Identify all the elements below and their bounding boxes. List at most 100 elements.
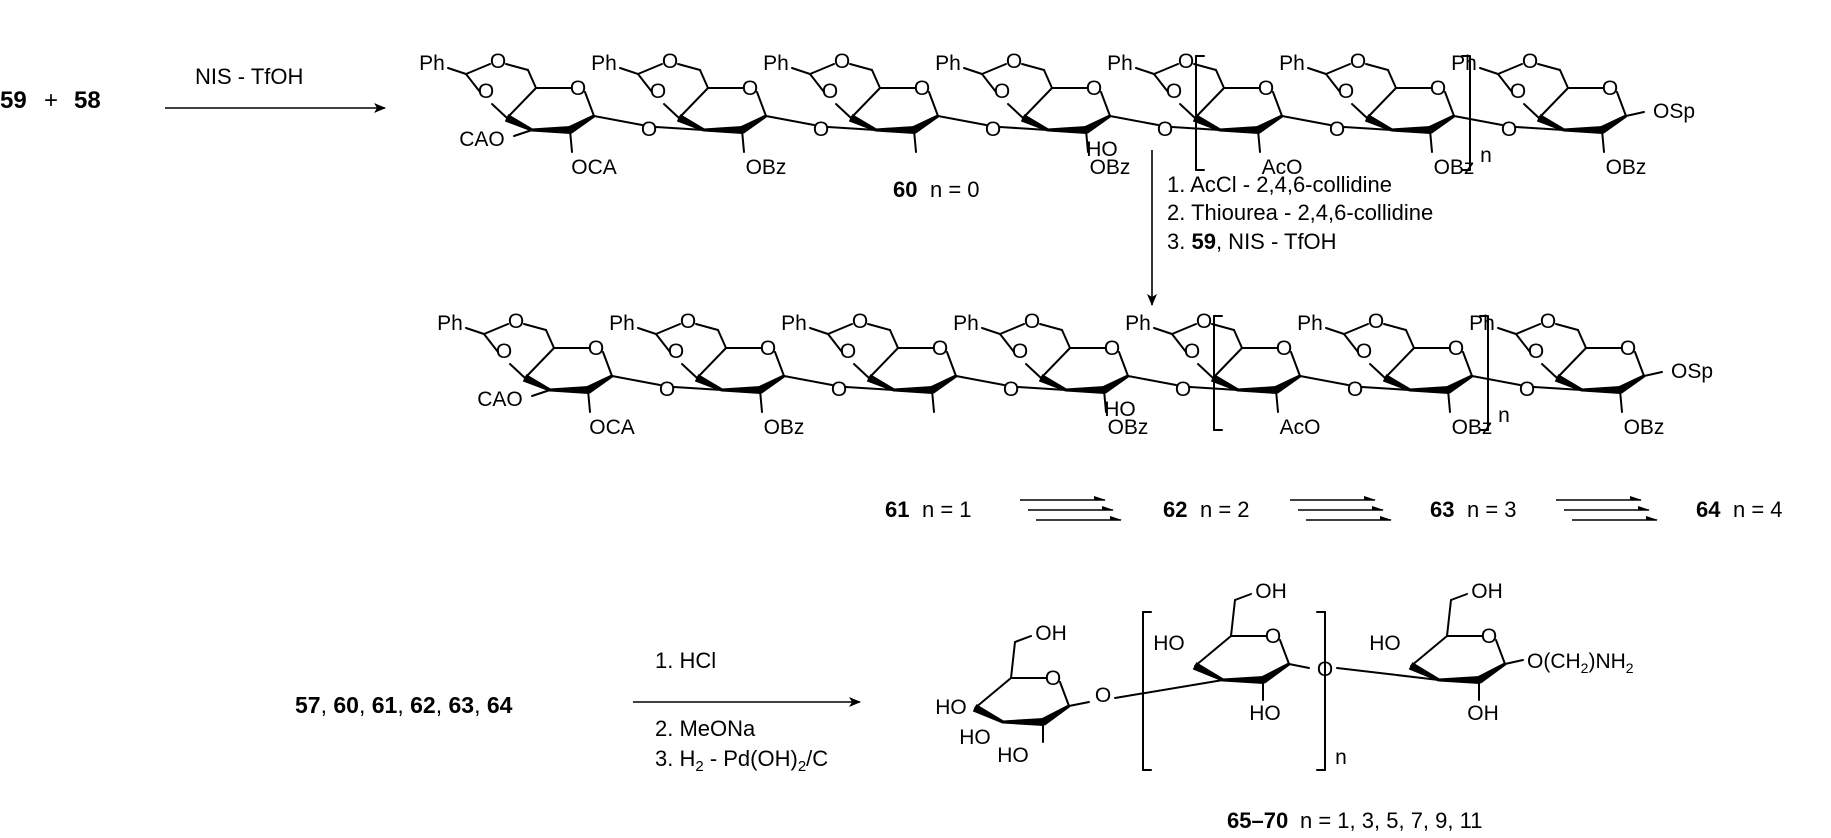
- acetal-bond: [809, 63, 835, 75]
- acetal-bond: [1061, 329, 1071, 349]
- acetal-bond: [483, 323, 509, 335]
- ring-bond: [602, 351, 613, 377]
- glycosidic-bond: [593, 115, 643, 126]
- acetal-oxygen: O: [650, 80, 666, 103]
- ho-label: HO: [1104, 398, 1136, 421]
- ring-wedge: [1255, 114, 1284, 134]
- acetal-oxygen: O: [496, 340, 512, 363]
- glycosidic-bond: [1471, 375, 1521, 386]
- acetal-oxygen: O: [1528, 340, 1544, 363]
- ring-wedge: [721, 385, 761, 395]
- amine-rest: )NH: [1588, 650, 1625, 673]
- acetal-oxygen: O: [1196, 310, 1212, 333]
- acetal-bond: [523, 323, 547, 331]
- acetal-bond: [1541, 363, 1558, 379]
- substituent-label: OBz: [1108, 416, 1149, 439]
- compound-62-n: n = 2: [1200, 497, 1250, 522]
- substituent-label: OBz: [1452, 416, 1493, 439]
- substituent-label: OCA: [589, 416, 635, 439]
- ring-oxygen: O: [1258, 77, 1274, 100]
- glycosidic-bond: [1336, 667, 1440, 681]
- substituent-bond: [1619, 389, 1623, 413]
- glycosidic-oxygen: O: [831, 378, 847, 401]
- osp-label: OSp: [1671, 360, 1713, 383]
- glycosidic-bond: [1288, 663, 1310, 669]
- anomeric-bond: [1504, 659, 1524, 665]
- acetal-bond: [1153, 73, 1169, 93]
- acetal-bond: [1515, 333, 1531, 353]
- ring-wedge: [1391, 125, 1431, 135]
- ring-bond: [1100, 91, 1111, 117]
- glycosidic-oxygen: O: [1095, 684, 1111, 707]
- ring-bond: [1272, 91, 1283, 117]
- phenyl-bond: [791, 67, 811, 75]
- acetal-oxygen: O: [1522, 50, 1538, 73]
- deprotection-reagent-2: 2. MeONa: [655, 716, 756, 741]
- substituent-label: OBz: [1434, 156, 1475, 179]
- ring-bond: [584, 91, 595, 117]
- ring-wedge: [504, 114, 534, 132]
- ring-bond: [1290, 351, 1301, 377]
- acetal-bond: [1497, 73, 1513, 93]
- acetal-bond: [1497, 63, 1523, 75]
- substituent-bond: [1275, 389, 1279, 413]
- acetal-bond: [1383, 323, 1407, 331]
- acetal-bond: [1197, 363, 1214, 379]
- cao-label: CAO: [459, 128, 505, 151]
- ring-wedge: [929, 374, 958, 394]
- acetal-oxygen: O: [508, 310, 524, 333]
- acetal-oxygen: O: [840, 340, 856, 363]
- substituent-bond: [913, 129, 917, 153]
- deprotection-reactants: 57, 60, 61, 62, 63, 64: [295, 692, 513, 718]
- ring-bond: [1384, 347, 1415, 379]
- substituent-bond: [1103, 389, 1107, 413]
- phenyl-label: Ph: [953, 312, 979, 335]
- compound-60-label: 60: [893, 177, 917, 202]
- deprotection-reaction: 57, 60, 61, 62, 63, 64 1. HCl 2. MeONa 3…: [295, 648, 861, 775]
- acetal-bond: [1171, 333, 1187, 353]
- ring-wedge: [739, 114, 768, 134]
- glycosidic-bond: [1361, 386, 1411, 391]
- acetal-bond: [1325, 73, 1341, 93]
- ring-bond: [1495, 639, 1506, 665]
- acetal-bond: [677, 63, 701, 71]
- product-compound-label: 65–70: [1227, 808, 1288, 833]
- ring-bond: [946, 351, 957, 377]
- phenyl-label: Ph: [591, 52, 617, 75]
- acetal-bond: [827, 323, 853, 335]
- acetal-bond: [1171, 323, 1197, 335]
- ring-oxygen: O: [742, 77, 758, 100]
- ring-wedge: [875, 125, 915, 135]
- ring-bond: [868, 347, 899, 379]
- glycosidic-bond: [845, 386, 895, 391]
- acetal-bond: [1559, 69, 1569, 89]
- ring-bond: [974, 677, 1012, 709]
- aminoalkyl-label: O(CH2)NH2: [1527, 650, 1634, 676]
- phenyl-label: Ph: [1125, 312, 1151, 335]
- ring-bond: [1194, 635, 1232, 667]
- substituent-bond: [1447, 389, 1451, 413]
- glycosidic-bond: [999, 126, 1049, 131]
- glycosidic-oxygen: O: [641, 118, 657, 141]
- phenyl-label: Ph: [1297, 312, 1323, 335]
- acetal-oxygen: O: [668, 340, 684, 363]
- glycosidic-bond: [1453, 115, 1503, 126]
- acetal-bond: [637, 63, 663, 75]
- ring-bond: [1194, 87, 1225, 119]
- substituent-label: AcO: [1280, 416, 1321, 439]
- ring-wedge: [893, 385, 933, 395]
- ring-oxygen: O: [1086, 77, 1102, 100]
- acetal-bond: [999, 333, 1015, 353]
- phenyl-bond: [1307, 67, 1327, 75]
- acetal-bond: [1325, 63, 1351, 75]
- acetal-bond: [699, 69, 709, 89]
- hydroxyl-label: OH: [1035, 622, 1067, 645]
- acetal-oxygen: O: [1184, 340, 1200, 363]
- hydroxyl-label: HO: [1153, 632, 1185, 655]
- substituent-bond: [531, 389, 551, 397]
- ring-bond: [1040, 347, 1071, 379]
- acetal-oxygen: O: [1178, 50, 1194, 73]
